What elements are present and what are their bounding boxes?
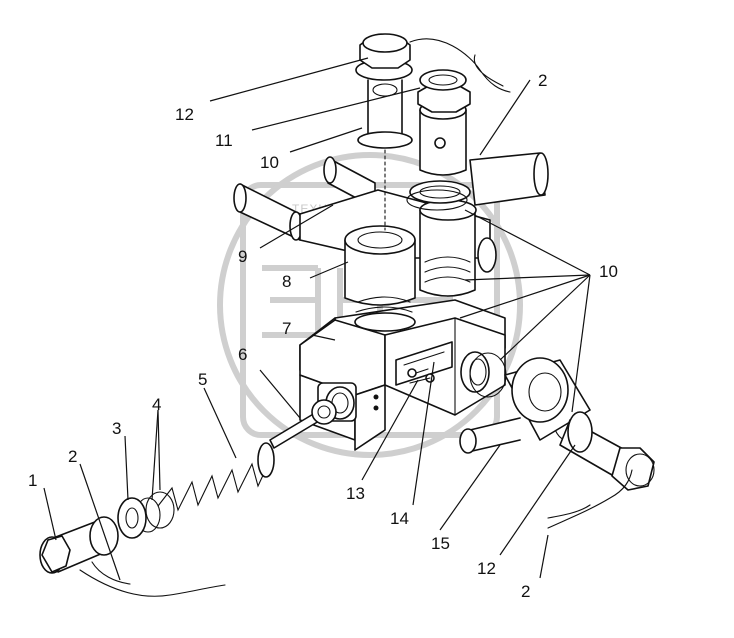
cap (39, 516, 119, 574)
locking-wire-left (79, 561, 226, 597)
callout-2-bottom: 2 (521, 582, 530, 601)
callout-4: 4 (152, 395, 161, 414)
right-bolt (559, 411, 655, 491)
banjo-fitting (459, 357, 591, 454)
callout-1: 1 (28, 471, 37, 490)
leader-lines (43, 57, 591, 581)
watermark-letter-e (262, 265, 321, 338)
callout-2-top: 2 (538, 71, 547, 90)
callout-12-top: 12 (175, 105, 194, 124)
bolt-column (355, 33, 413, 231)
watermark-ring (217, 152, 523, 458)
callout-2-left: 2 (68, 447, 77, 466)
callout-8: 8 (282, 272, 291, 291)
callout-15: 15 (431, 534, 450, 553)
callout-11: 11 (215, 131, 233, 150)
sleeve (344, 225, 416, 306)
spring (157, 442, 275, 512)
callout-12-bottom: 12 (477, 559, 496, 578)
callout-14: 14 (390, 509, 409, 528)
upper-fitting (417, 69, 471, 176)
callout-13: 13 (346, 484, 365, 503)
lower-spring (354, 296, 416, 332)
callout-3: 3 (112, 419, 121, 438)
callout-labels: 1 2 2 2 3 4 5 6 7 8 9 10 10 11 12 12 13 … (28, 71, 618, 601)
callout-6: 6 (238, 345, 247, 364)
washer (117, 497, 147, 539)
callout-9: 9 (238, 247, 247, 266)
valve-stem (269, 399, 337, 449)
callout-7: 7 (282, 319, 291, 338)
upper-cylinder (409, 180, 477, 297)
locking-wire-right (547, 469, 633, 529)
callout-10-right: 10 (599, 262, 618, 281)
callout-5: 5 (198, 370, 207, 389)
callout-10-top: 10 (260, 153, 279, 172)
screw (407, 368, 435, 384)
locking-wire-upper (409, 38, 511, 93)
